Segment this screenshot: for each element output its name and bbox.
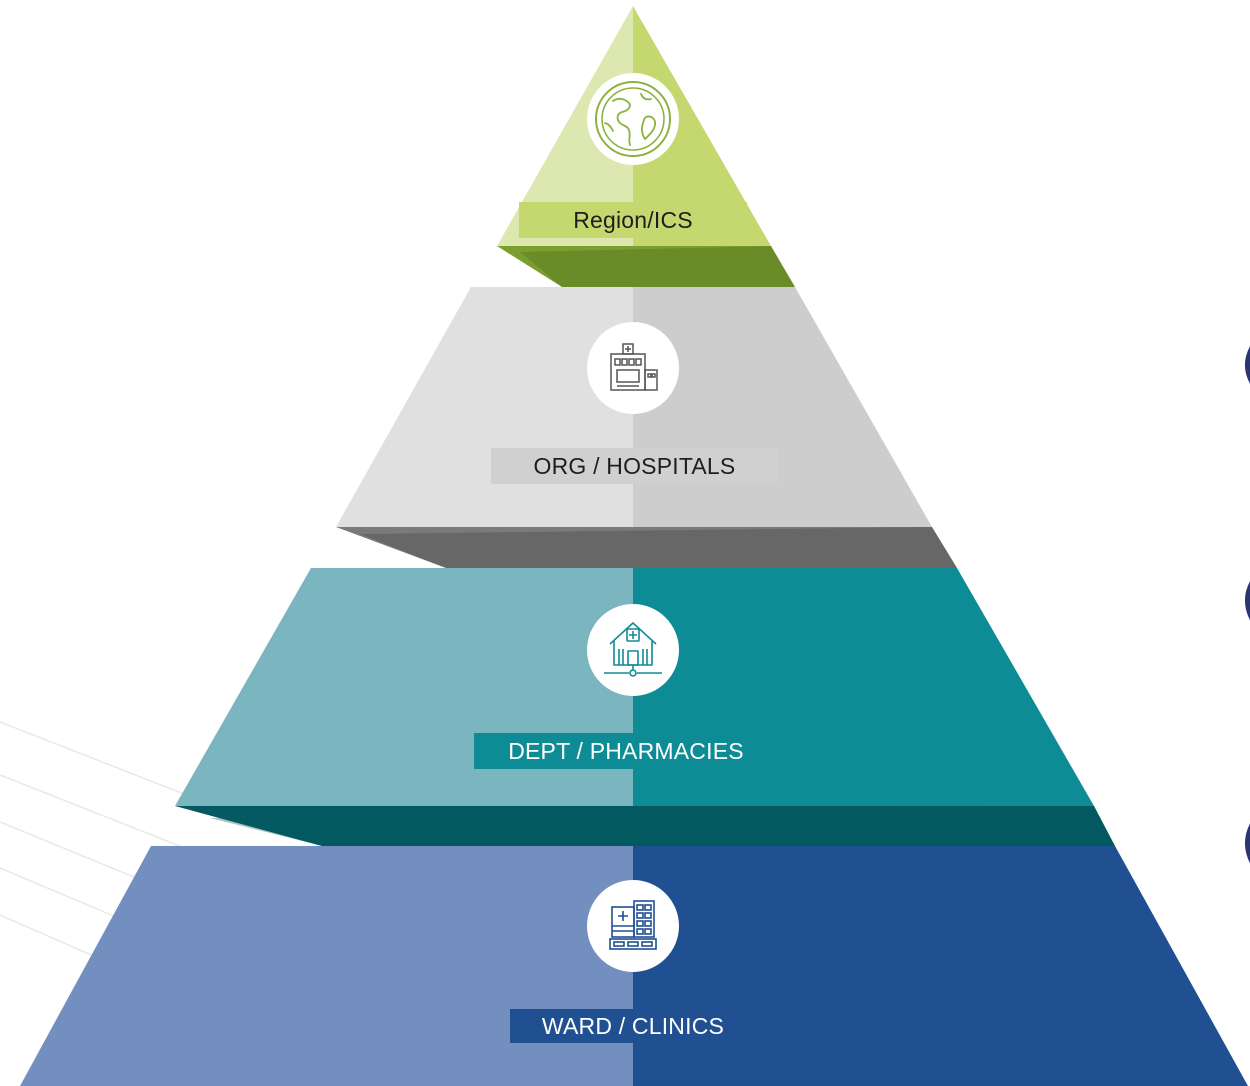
pharmacy-network-icon — [604, 622, 662, 677]
tier-label-org-hospitals: ORG / HOSPITALS — [491, 448, 778, 484]
tier-dept-side — [175, 806, 1115, 846]
tier-2-face-right — [633, 287, 932, 527]
tier-region-ics — [497, 6, 771, 246]
clinic-badge — [587, 880, 679, 972]
tier-3-face-right — [633, 568, 1094, 806]
tier-4-face-right — [633, 846, 1248, 1086]
hospital-building-icon — [610, 343, 658, 391]
tier-label-dept-pharmacies: DEPT / PHARMACIES — [474, 733, 778, 769]
tier-2-face-left — [336, 287, 633, 527]
tier-ward-clinics — [20, 846, 1248, 1086]
tier-label-ward-clinics: WARD / CLINICS — [510, 1009, 756, 1043]
tier-3-face-left — [175, 568, 633, 806]
tier-4-face-left — [20, 846, 633, 1086]
tier-org-side — [336, 527, 957, 568]
hospital-badge — [587, 322, 679, 414]
globe-badge — [587, 73, 679, 165]
pharmacy-badge — [587, 604, 679, 696]
tier-region-side — [497, 246, 795, 287]
globe-icon — [595, 81, 671, 157]
tier-1-face-right — [633, 6, 771, 246]
clinic-building-icon — [609, 900, 657, 950]
tier-label-region-ics: Region/ICS — [519, 202, 747, 238]
tier-1-face-left — [497, 6, 633, 246]
